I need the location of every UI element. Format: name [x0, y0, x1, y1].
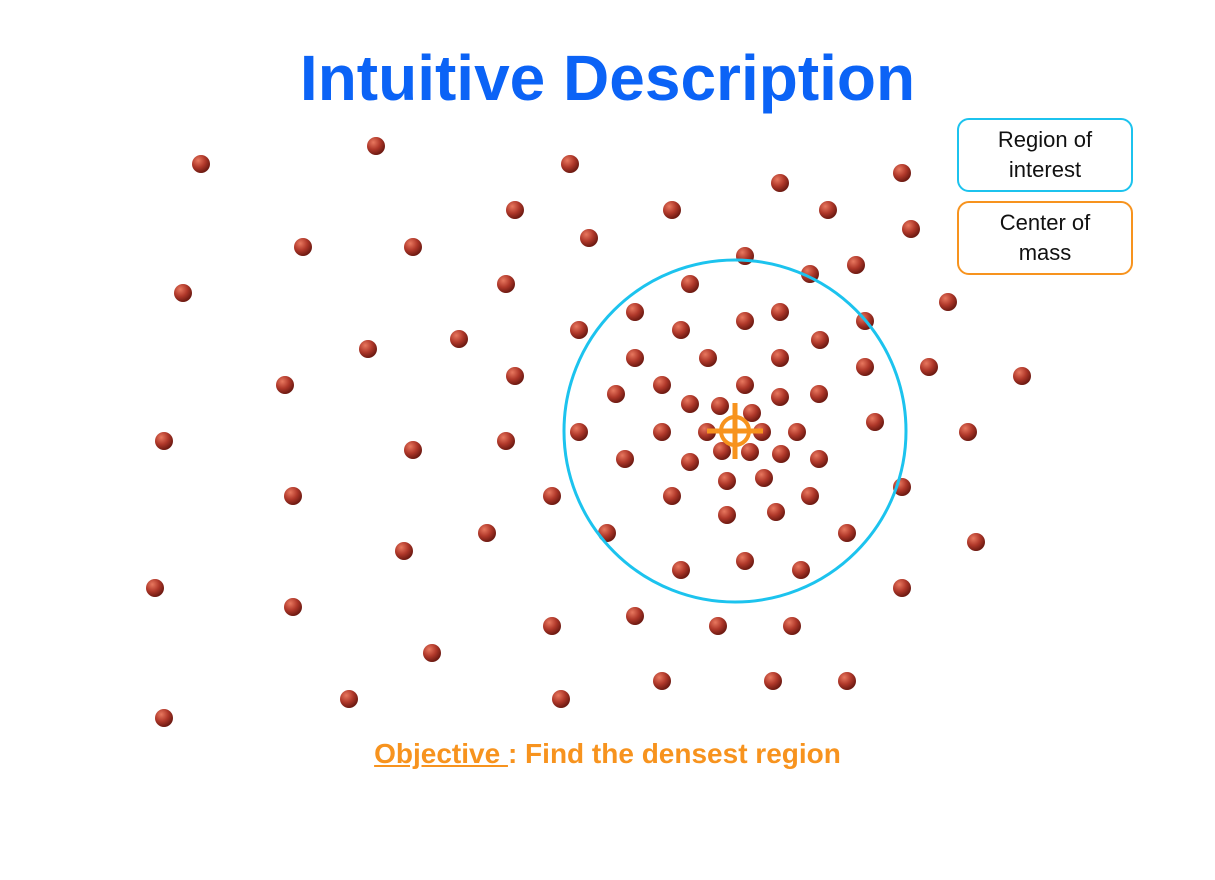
data-point: [174, 284, 192, 302]
data-point: [626, 349, 644, 367]
data-point: [450, 330, 468, 348]
data-point: [340, 690, 358, 708]
data-point: [276, 376, 294, 394]
data-point: [959, 423, 977, 441]
slide-title: Intuitive Description: [299, 42, 916, 114]
data-point: [155, 432, 173, 450]
data-point: [741, 443, 759, 461]
data-point: [404, 441, 422, 459]
data-point: [709, 617, 727, 635]
data-point: [893, 579, 911, 597]
data-point: [856, 358, 874, 376]
data-point: [284, 598, 302, 616]
data-point: [736, 312, 754, 330]
data-point: [653, 376, 671, 394]
data-point: [146, 579, 164, 597]
region-of-interest-circle: [562, 258, 908, 604]
data-point: [570, 423, 588, 441]
objective-rest: : Find the densest region: [507, 738, 841, 769]
data-point: [561, 155, 579, 173]
data-point: [810, 385, 828, 403]
data-point: [902, 220, 920, 238]
data-point: [847, 256, 865, 274]
data-point: [771, 174, 789, 192]
data-point: [893, 164, 911, 182]
data-point: [681, 453, 699, 471]
data-points: [146, 137, 1031, 727]
data-point: [792, 561, 810, 579]
data-point: [192, 155, 210, 173]
data-point: [155, 709, 173, 727]
data-point: [423, 644, 441, 662]
data-point: [1013, 367, 1031, 385]
data-point: [819, 201, 837, 219]
data-point: [810, 450, 828, 468]
data-point: [580, 229, 598, 247]
data-point: [552, 690, 570, 708]
data-point: [653, 672, 671, 690]
data-point: [395, 542, 413, 560]
data-point: [736, 247, 754, 265]
data-point: [838, 672, 856, 690]
data-point: [497, 432, 515, 450]
data-point: [743, 404, 761, 422]
data-point: [866, 413, 884, 431]
data-point: [497, 275, 515, 293]
data-point: [672, 321, 690, 339]
data-point: [506, 367, 524, 385]
data-point: [711, 397, 729, 415]
legend-center-of-mass: Center of mass: [957, 201, 1133, 275]
data-point: [359, 340, 377, 358]
data-point: [672, 561, 690, 579]
data-point: [543, 617, 561, 635]
data-point: [663, 487, 681, 505]
data-point: [699, 349, 717, 367]
data-point: [478, 524, 496, 542]
data-point: [811, 331, 829, 349]
data-point: [783, 617, 801, 635]
data-point: [771, 388, 789, 406]
data-point: [767, 503, 785, 521]
data-point: [920, 358, 938, 376]
data-point: [718, 506, 736, 524]
data-point: [284, 487, 302, 505]
data-point: [607, 385, 625, 403]
data-point: [755, 469, 773, 487]
data-point: [626, 607, 644, 625]
data-point: [404, 238, 422, 256]
data-point: [506, 201, 524, 219]
crosshair-icon: [707, 403, 763, 459]
data-point: [736, 376, 754, 394]
data-point: [718, 472, 736, 490]
data-point: [598, 524, 616, 542]
data-point: [367, 137, 385, 155]
objective-key: Objective: [374, 738, 508, 769]
data-point: [801, 487, 819, 505]
data-point: [939, 293, 957, 311]
data-point: [681, 275, 699, 293]
data-point: [570, 321, 588, 339]
data-point: [616, 450, 634, 468]
data-point: [771, 303, 789, 321]
data-point: [736, 552, 754, 570]
data-point: [681, 395, 699, 413]
data-point: [764, 672, 782, 690]
data-point: [771, 349, 789, 367]
data-point: [788, 423, 806, 441]
data-point: [626, 303, 644, 321]
data-point: [838, 524, 856, 542]
data-point: [543, 487, 561, 505]
data-point: [772, 445, 790, 463]
data-point: [713, 442, 731, 460]
data-point: [967, 533, 985, 551]
legend-region-of-interest: Region of interest: [957, 118, 1133, 192]
objective-text: Objective : Find the densest region: [0, 736, 1215, 772]
data-point: [663, 201, 681, 219]
data-point: [294, 238, 312, 256]
data-point: [653, 423, 671, 441]
